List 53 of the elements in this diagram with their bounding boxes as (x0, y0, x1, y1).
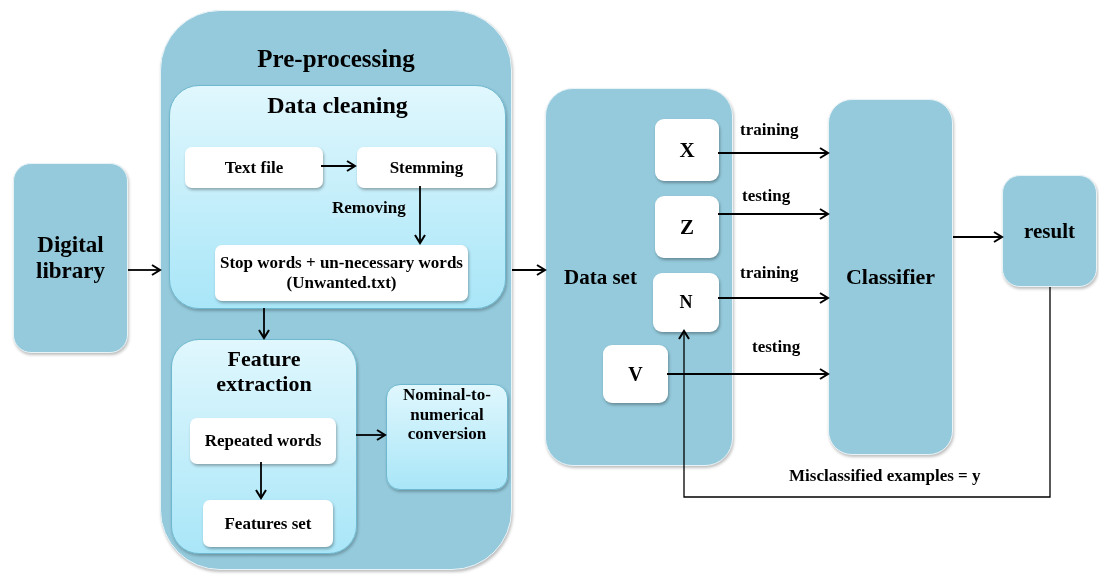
box-heading: Classifier (845, 264, 936, 290)
step-box (215, 245, 468, 301)
step-box (655, 119, 719, 181)
box-heading: Digital library (35, 231, 106, 285)
group-box (171, 339, 357, 554)
process-box (545, 88, 733, 466)
edge-label: training (738, 264, 801, 283)
box-heading: result (1024, 218, 1075, 244)
step-box (655, 196, 719, 258)
process-box (13, 163, 128, 353)
arrow (414, 185, 426, 244)
arrow (717, 292, 829, 304)
step-label: Stemming (389, 157, 464, 178)
arrow (678, 286, 1051, 498)
step-box (653, 273, 719, 332)
arrow (127, 264, 161, 276)
box-heading: Data set (564, 264, 637, 290)
step-box (185, 147, 323, 188)
edge-label: Misclassified examples = y (787, 467, 983, 486)
arrow (717, 208, 829, 220)
step-box (203, 500, 333, 547)
step-box (190, 418, 336, 464)
group-box (386, 384, 508, 490)
step-box (357, 147, 496, 188)
step-label: N (679, 292, 693, 313)
box-heading: Pre-processing (257, 45, 415, 74)
step-label: Z (680, 214, 694, 240)
box-heading: Nominal-to-numerical conversion (402, 385, 492, 444)
step-label: V (628, 362, 643, 386)
edge-label: Removing (330, 199, 408, 218)
arrow (258, 307, 270, 339)
process-box (160, 10, 512, 570)
arrow (717, 147, 829, 159)
step-label: X (679, 137, 695, 163)
step-label: Stop words + un-necessary words (Unwanted.txt) (219, 253, 464, 293)
process-box (1002, 175, 1097, 287)
step-box (603, 345, 668, 403)
edge-label: testing (740, 187, 793, 206)
arrow (255, 461, 267, 499)
edge-label: training (738, 121, 801, 140)
step-label: Repeated words (204, 431, 322, 451)
process-box (828, 99, 953, 455)
step-label: Text file (224, 157, 284, 178)
box-heading: Data cleaning (267, 92, 408, 120)
group-box (169, 85, 506, 309)
arrow (666, 368, 829, 380)
edge-label: testing (750, 338, 803, 357)
arrow (320, 160, 356, 172)
arrow (511, 264, 546, 276)
step-label: Features set (224, 513, 312, 534)
arrow (952, 231, 1003, 243)
arrow (355, 429, 386, 441)
box-heading: Feature extraction (215, 346, 313, 397)
